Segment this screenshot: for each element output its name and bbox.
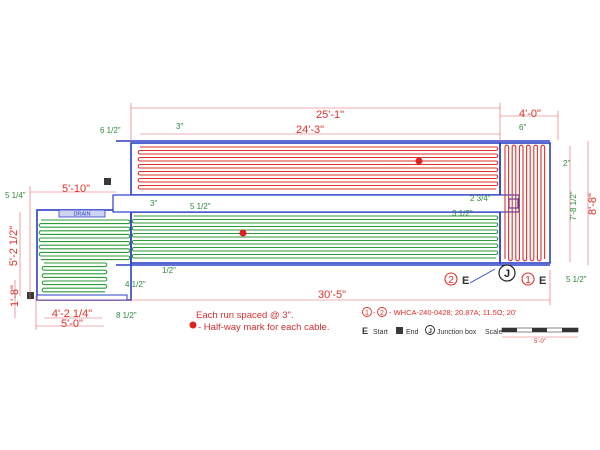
dim-left-offset-2: 5 1/4"	[5, 191, 26, 200]
dim-lower-left-gap: 4 1/2"	[125, 280, 146, 289]
dimension-texts: 25'-1" 24'-3" 4'-0" 6" 6 1/2" 3" 8'-8" 7…	[5, 108, 599, 330]
dim-left-offset: 6 1/2"	[100, 126, 121, 135]
dim-right-gap: 2"	[563, 159, 570, 168]
spec-dash: -	[373, 310, 376, 317]
right-junction-block	[508, 198, 519, 209]
cable-2-number: 2	[448, 275, 454, 286]
cable-symbols: 2 E J 1 E	[444, 264, 546, 287]
legend-end: End	[406, 329, 419, 336]
cable-2-center-runs	[131, 215, 499, 259]
legend-end-icon	[396, 327, 403, 334]
spec-circle-2	[377, 307, 387, 317]
dim-overall-length: 25'-1"	[316, 109, 344, 121]
left-bottom-step	[36, 294, 128, 301]
junction-box-circle	[498, 264, 516, 282]
spec-number-2: 2	[380, 310, 384, 317]
legend-start-icon: E	[362, 326, 368, 336]
dim-right-gap-2: 2 3/4"	[470, 194, 491, 203]
drain-box	[58, 209, 106, 218]
cable-2-left-runs	[38, 219, 131, 293]
junction-box-label: J	[504, 268, 510, 280]
dim-top-spacing: 3"	[176, 122, 183, 131]
dim-right-height: 8'-8"	[587, 193, 599, 215]
cable-2-center-serpentine	[131, 215, 499, 259]
dim-right-cable-width: 6"	[519, 123, 526, 132]
svg-text:J: J	[428, 328, 432, 335]
dim-left-total-width: 5'-0"	[61, 318, 83, 330]
scale-bar	[501, 327, 579, 338]
cable-2-left-upper-serpentine	[38, 219, 131, 261]
legend-junction: Junction box	[437, 329, 477, 336]
dim-right-gap-3: 3 1/2"	[452, 209, 473, 218]
dim-left-cable-width: 4'-2 1/4"	[52, 308, 92, 320]
dim-inner-length: 24'-3"	[296, 124, 324, 136]
dim-right-bottom-gap: 5 1/2"	[566, 275, 587, 284]
cable-1-right-serpentine	[504, 144, 546, 262]
cable-spec-text: - WHCA-240-0428; 20.87A; 11.5Ω; 20'	[389, 308, 517, 317]
end-marker-cable-2	[104, 178, 111, 185]
dim-center-gap: 5 1/2"	[190, 202, 211, 211]
scale-value: 5'-0"	[534, 339, 546, 345]
dim-right-cable-height: 7'-8 1/2"	[569, 191, 578, 220]
dim-left-height: 5'-2 1/2"	[8, 226, 20, 266]
dim-left-bottom-gap: 8 1/2"	[116, 311, 137, 320]
cable-2-left-lower-serpentine	[41, 262, 108, 293]
cable-1-start-icon: E	[539, 275, 546, 287]
scale-label: Scale	[485, 329, 503, 336]
spec-circle-1	[362, 307, 372, 317]
dim-left-width: 5'-10"	[62, 183, 90, 195]
halfway-legend-dot	[189, 321, 197, 329]
end-marker-left	[27, 292, 34, 299]
cable-1-right-runs	[504, 144, 546, 262]
dim-overall-bottom: 30'-5"	[318, 289, 346, 301]
dim-lower-gap: 1/2"	[162, 266, 176, 275]
drain-label: DRAIN	[73, 212, 90, 218]
legend-start: Start	[373, 329, 388, 336]
halfway-mark-cable-2	[239, 229, 247, 237]
halfway-mark-cable-1	[415, 157, 423, 165]
cable-1-upper-serpentine	[137, 146, 499, 190]
legend-junction-icon	[425, 325, 435, 335]
dimension-lines	[14, 103, 589, 330]
cable-2-start-icon: E	[462, 275, 469, 287]
cable-1-number: 1	[525, 275, 531, 286]
cable-1-upper-runs	[137, 146, 499, 190]
spec-number-1: 1	[365, 310, 369, 317]
spacing-note: Each run spaced @ 3".	[196, 310, 294, 321]
notes: Each run spaced @ 3". - Half-way mark fo…	[189, 307, 579, 345]
dim-right-width: 4'-0"	[519, 108, 541, 120]
halfway-note: - Half-way mark for each cable.	[198, 322, 329, 333]
cable-2-start-circle	[444, 272, 458, 286]
dim-mid-spacing: 3"	[150, 199, 157, 208]
dim-left-small-height: 1'-8"	[9, 285, 21, 307]
cable-1-start-circle	[521, 272, 535, 286]
